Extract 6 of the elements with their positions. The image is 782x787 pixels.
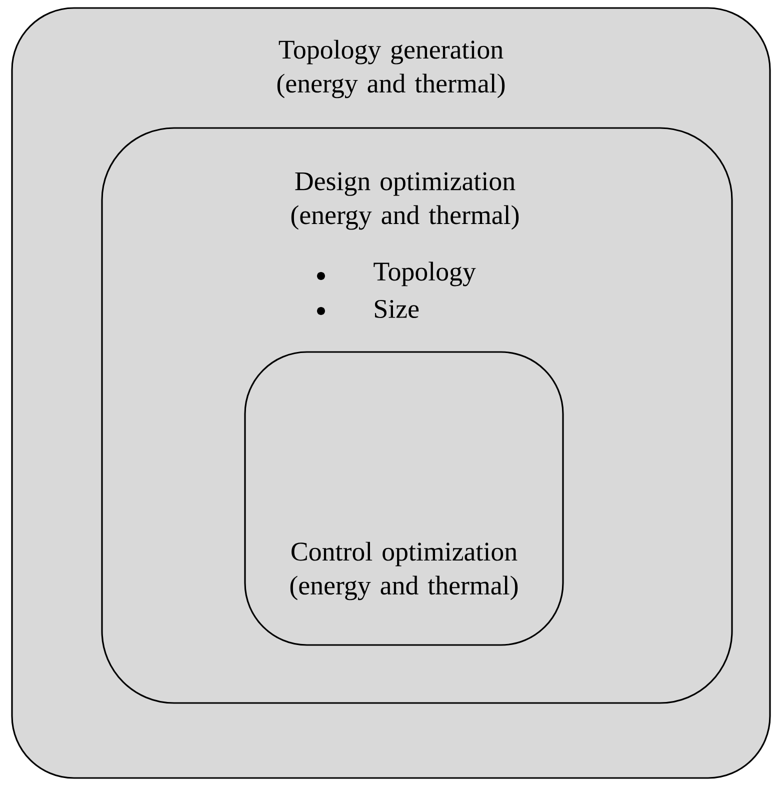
heading: Control optimization (energy and thermal) <box>290 542 518 600</box>
list-item: Topology <box>374 262 476 286</box>
rounded-box <box>244 351 564 646</box>
list-item: Size <box>375 300 419 318</box>
heading: Topology generation (energy and thermal) <box>277 40 505 98</box>
heading: Design optimization (energy and thermal) <box>291 172 519 230</box>
